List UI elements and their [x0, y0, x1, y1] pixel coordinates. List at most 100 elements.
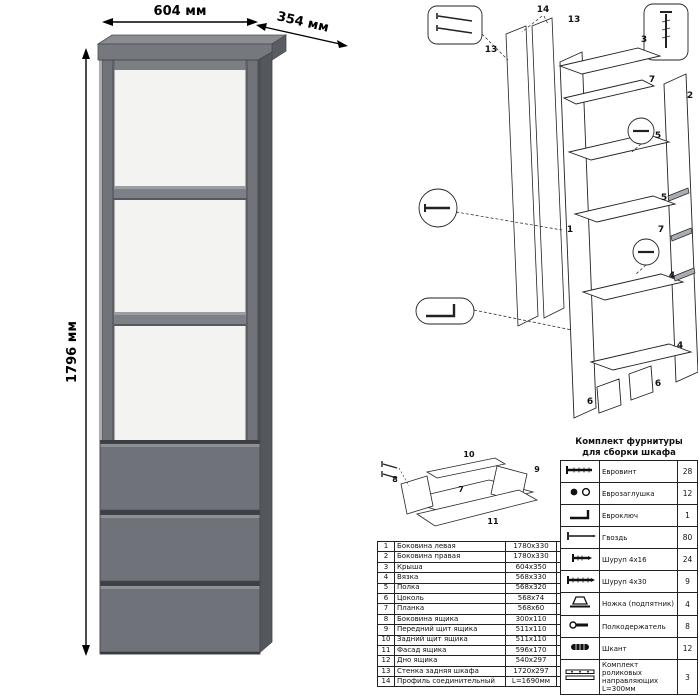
- drawer-front-3: [99, 585, 261, 653]
- parts-row: 8 Боковина ящика 300x110 6: [377, 613, 573, 626]
- part-name: Стенка задняя шкафа: [394, 665, 506, 678]
- part-name: Цоколь: [394, 592, 506, 605]
- hardware-row: Шуруп 4x16 24: [560, 548, 698, 572]
- nail-icon: [436, 13, 473, 34]
- screw-icon: [660, 11, 672, 48]
- hardware-name: Шкант: [599, 637, 678, 661]
- part-number: 9: [377, 624, 395, 636]
- part-name: Дно ящика: [394, 655, 506, 667]
- part-number: 3: [377, 561, 395, 574]
- hardware-kit-panel: Комплект фурнитуры для сборки шкафа: [560, 437, 698, 696]
- hardware-qty: 12: [677, 637, 698, 661]
- exploded-drawer-diagram: 10 9 8 11 7: [381, 450, 540, 527]
- hardware-row: Евроключ 1: [560, 504, 698, 528]
- parts-table: 1 Боковина левая 1780x330 1 2 Боковина п…: [377, 540, 573, 688]
- screw-callout-box: [643, 3, 689, 61]
- hardware-row: Комплект роликовых направляющих L=300мм …: [560, 659, 698, 696]
- width-dimension: 604 мм: [102, 4, 258, 26]
- part-name: Планка: [394, 603, 506, 615]
- part-label: 5: [661, 193, 667, 203]
- drawer-front-1: [99, 443, 261, 511]
- part-size: 300x110: [505, 613, 557, 626]
- part-size: 1780x330: [505, 540, 557, 553]
- hardware-name: Евровинт: [599, 460, 678, 484]
- part-number: 1: [377, 540, 395, 553]
- parts-row: 4 Вязка 568x330 2: [377, 572, 573, 584]
- part-size: 568x320: [505, 582, 557, 594]
- hardware-row: Шуруп 4x30 9: [560, 570, 698, 594]
- nail-callout-box: [427, 5, 509, 61]
- dowel-icon: [571, 644, 589, 651]
- part-label: 7: [658, 225, 664, 235]
- drawer-side: [400, 475, 434, 515]
- parts-row: 9 Передний щит ящика 511x110 3: [377, 624, 573, 636]
- parts-row: 11 Фасад ящика 596x170 3: [377, 644, 573, 657]
- parts-row: 12 Дно ящика 540x297 3: [377, 655, 573, 667]
- fastener-callout-2: [632, 238, 660, 275]
- part-size: 511x110: [505, 634, 557, 646]
- part-label: 9: [534, 465, 540, 474]
- screw-short-icon: [572, 554, 592, 563]
- part-name: Вязка: [394, 572, 506, 584]
- part-label: 6: [587, 397, 593, 407]
- side-panels: [559, 51, 698, 419]
- hardware-name: Полкодержатель: [599, 615, 678, 639]
- part-size: 540x297: [505, 655, 557, 667]
- hardware-row: Гвоздь 80: [560, 526, 698, 550]
- part-size: 596x170: [505, 644, 557, 657]
- hardware-name: Гвоздь: [599, 526, 678, 550]
- shelf-pin-icon: [569, 621, 588, 629]
- part-name: Передний щит ящика: [394, 624, 506, 636]
- drawer-rails: [667, 187, 696, 282]
- part-name: Полка: [394, 582, 506, 594]
- part-number: 5: [377, 582, 395, 594]
- hardware-qty: 9: [677, 570, 698, 594]
- height-dimension: 1796 мм: [65, 48, 90, 656]
- part-size: 511x110: [505, 624, 557, 636]
- part-number: 7: [377, 603, 395, 615]
- part-size: 568x330: [505, 572, 557, 584]
- hexkey-icon: [426, 304, 456, 318]
- part-number: 13: [377, 665, 395, 678]
- part-label: 5: [655, 131, 661, 141]
- drawer-front-2: [99, 514, 261, 582]
- hardware-name: Евроключ: [599, 504, 678, 528]
- height-label: 1796 мм: [65, 321, 80, 383]
- part-number: 11: [377, 644, 395, 657]
- hardware-qty: 28: [677, 460, 698, 484]
- hardware-qty: 80: [677, 526, 698, 550]
- hardware-title-line1: Комплект фурнитуры: [575, 437, 683, 447]
- part-name: Боковина ящика: [394, 613, 506, 626]
- parts-row: 6 Цоколь 568x74 2: [377, 592, 573, 605]
- part-size: 568x60: [505, 603, 557, 615]
- part-label: 7: [458, 485, 464, 494]
- rail-icon: [565, 669, 595, 681]
- part-name: Боковина левая: [394, 540, 506, 553]
- part-label: 1: [567, 225, 573, 235]
- part-name: Профиль соединительный: [394, 676, 506, 688]
- parts-row: 13 Стенка задняя шкафа 1720x297 2: [377, 665, 573, 678]
- part-label: 10: [463, 450, 475, 459]
- parts-row: 14 Профиль соединительный L=1690мм 1: [377, 676, 573, 688]
- hardware-row: Еврозаглушка 12: [560, 482, 698, 506]
- eurocap-icon: [570, 488, 591, 497]
- hardware-name: Шуруп 4x16: [599, 548, 678, 572]
- parts-row: 1 Боковина левая 1780x330 1: [377, 540, 573, 553]
- shelf-2: [114, 312, 246, 326]
- eurovint-icon: [566, 466, 592, 475]
- part-name: Боковина правая: [394, 551, 506, 563]
- part-number: 12: [377, 655, 395, 667]
- part-size: 568x74: [505, 592, 557, 605]
- hardware-name: Шуруп 4x30: [599, 570, 678, 594]
- hardware-row: Ножка (подпятник) 4: [560, 592, 698, 617]
- part-label: 14: [537, 5, 550, 15]
- part-size: 604x350: [505, 561, 557, 574]
- part-name: Фасад ящика: [394, 644, 506, 657]
- hardware-qty: 4: [677, 592, 698, 617]
- part-label: 6: [655, 379, 661, 389]
- foot-icon: [570, 596, 590, 608]
- part-number: 6: [377, 592, 395, 605]
- part-label: 7: [649, 75, 655, 85]
- horizontal-parts: [558, 47, 693, 414]
